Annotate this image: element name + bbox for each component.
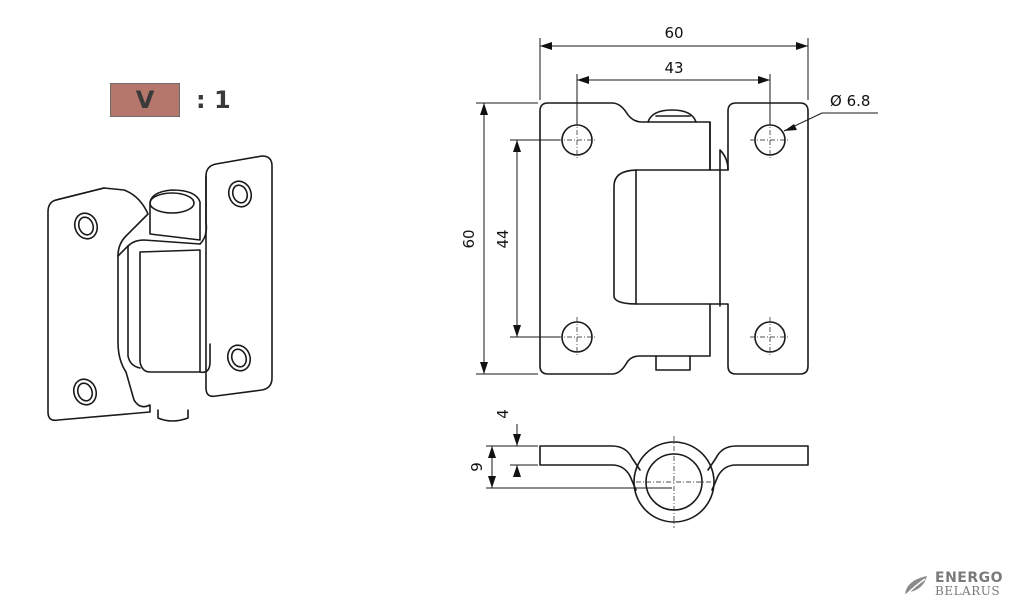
dim-left-holes: 44 <box>494 139 560 338</box>
side-view: 4 9 <box>468 409 809 528</box>
dim-side-thickness: 4 <box>494 409 538 477</box>
iso-hole-top-left <box>73 212 99 240</box>
iso-hole-bottom-left <box>72 378 98 406</box>
leaf-icon <box>905 576 927 595</box>
dim-left-overall-label: 60 <box>460 229 478 248</box>
iso-right-leaf <box>205 155 273 398</box>
front-left-leaf <box>539 102 711 375</box>
dim-hole-diameter-label: Ø 6.8 <box>830 92 870 110</box>
scale-ratio: : 1 <box>196 86 231 114</box>
iso-left-leaf <box>47 187 151 422</box>
logo-line1: ENERGO <box>935 570 1004 586</box>
logo-line2: BELARUS <box>935 584 1001 598</box>
dim-side-height-label: 9 <box>468 462 486 472</box>
side-profile <box>539 445 809 491</box>
isometric-view <box>47 155 273 422</box>
side-knuckle-outer <box>633 441 715 523</box>
front-hole-top-left <box>557 120 597 160</box>
dim-top-holes-label: 43 <box>664 59 683 77</box>
dim-top-holes: 43 <box>576 59 771 124</box>
dim-left-overall: 60 <box>460 102 538 375</box>
iso-pin-top <box>149 192 195 214</box>
dim-hole-diameter: Ø 6.8 <box>783 92 878 132</box>
iso-hole-top-right <box>227 180 253 208</box>
dim-top-overall: 60 <box>539 24 809 100</box>
front-right-leaf <box>709 102 809 375</box>
scale-badge: V : 1 <box>110 83 231 117</box>
front-hole-top-right <box>750 120 790 160</box>
iso-hole-bottom-right <box>226 344 252 372</box>
dim-left-holes-label: 44 <box>494 229 512 248</box>
front-hole-bottom-left <box>557 317 597 357</box>
front-hole-bottom-right <box>750 317 790 357</box>
dim-side-height: 9 <box>468 445 672 489</box>
scale-label: V <box>110 83 180 117</box>
iso-knuckle <box>139 249 201 373</box>
brand-logo: ENERGO BELARUS <box>903 570 1004 598</box>
dim-top-overall-label: 60 <box>664 24 683 42</box>
front-view: 60 43 Ø 6.8 60 <box>460 24 878 375</box>
dim-side-thickness-label: 4 <box>494 409 512 419</box>
